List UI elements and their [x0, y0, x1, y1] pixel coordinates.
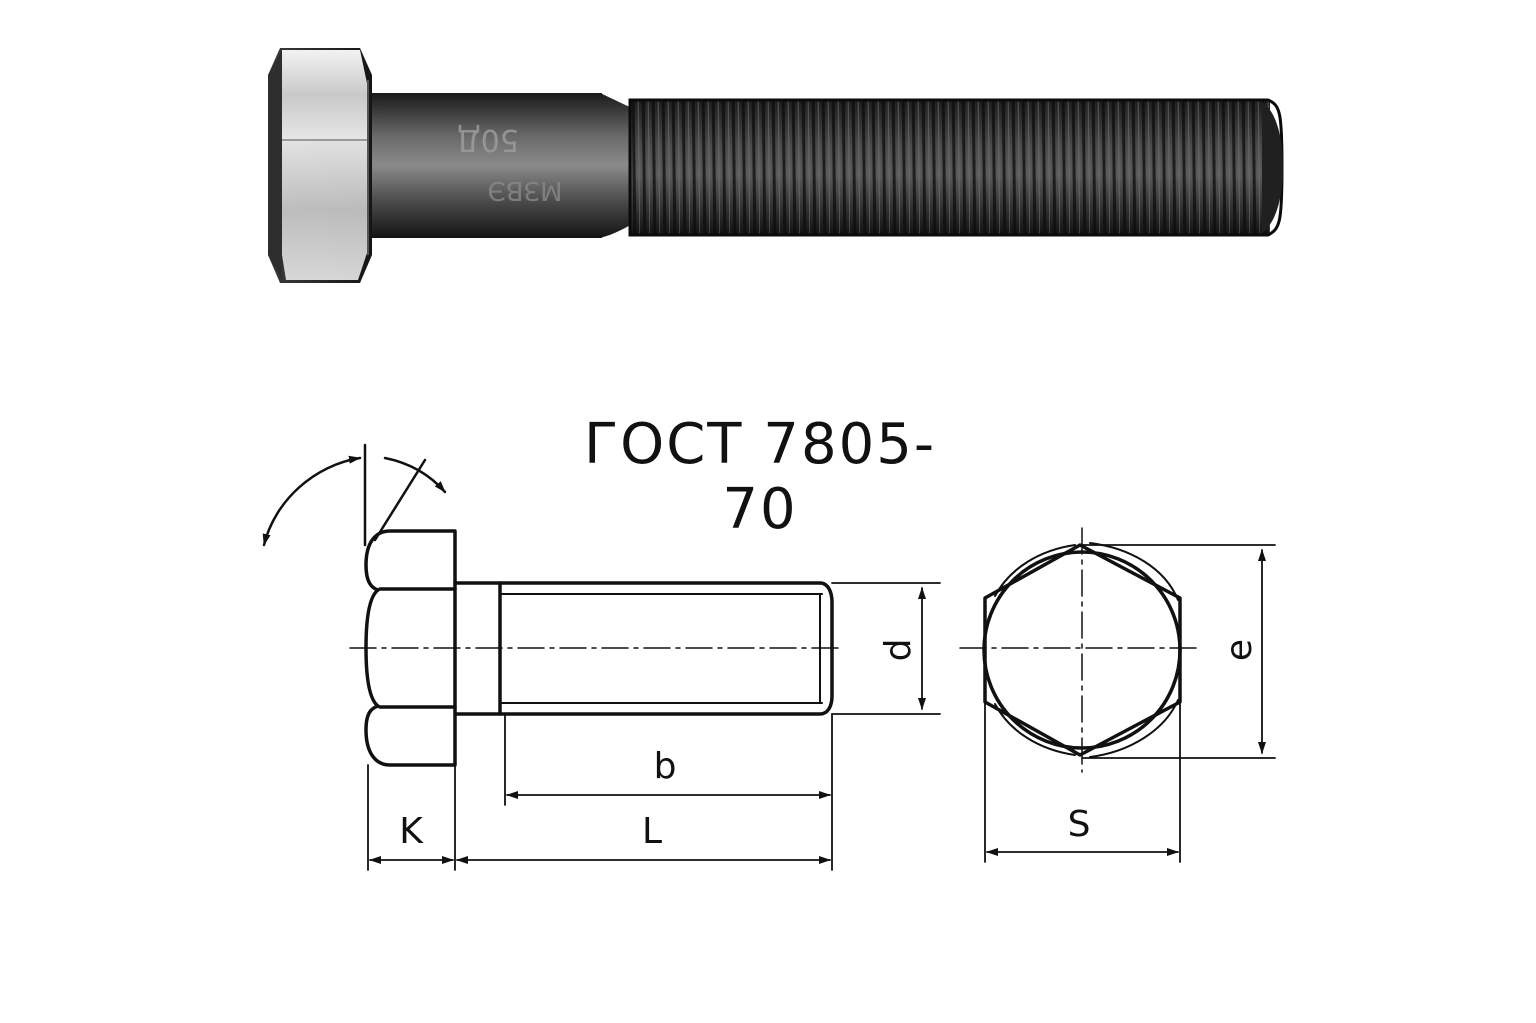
bolt-head-side-view [364, 529, 457, 767]
rotation-arrow-icon [262, 443, 447, 547]
bolt-shank-photo: 50Д МЗВЭ [372, 93, 632, 238]
dimension-b [504, 713, 833, 871]
label-k: K [399, 811, 424, 852]
bolt-thread-photo [628, 98, 1284, 237]
bolt-photo: 50Д МЗВЭ [268, 48, 1284, 283]
label-b: b [654, 746, 677, 787]
dimension-s [984, 701, 1181, 863]
dimension-e [1081, 544, 1276, 759]
dimension-d [831, 582, 941, 715]
drawing-title: ГОСТ 7805-70 [583, 412, 937, 542]
dimension-k [367, 764, 454, 871]
label-s: S [1068, 804, 1091, 845]
shank-stamp-top: 50Д [457, 122, 519, 157]
bolt-head-photo [268, 48, 372, 283]
label-e: e [1219, 639, 1260, 661]
label-l: L [642, 811, 662, 852]
shank-stamp-bottom: МЗВЭ [487, 175, 562, 205]
dimension-l [454, 764, 831, 871]
label-d: d [878, 639, 919, 662]
